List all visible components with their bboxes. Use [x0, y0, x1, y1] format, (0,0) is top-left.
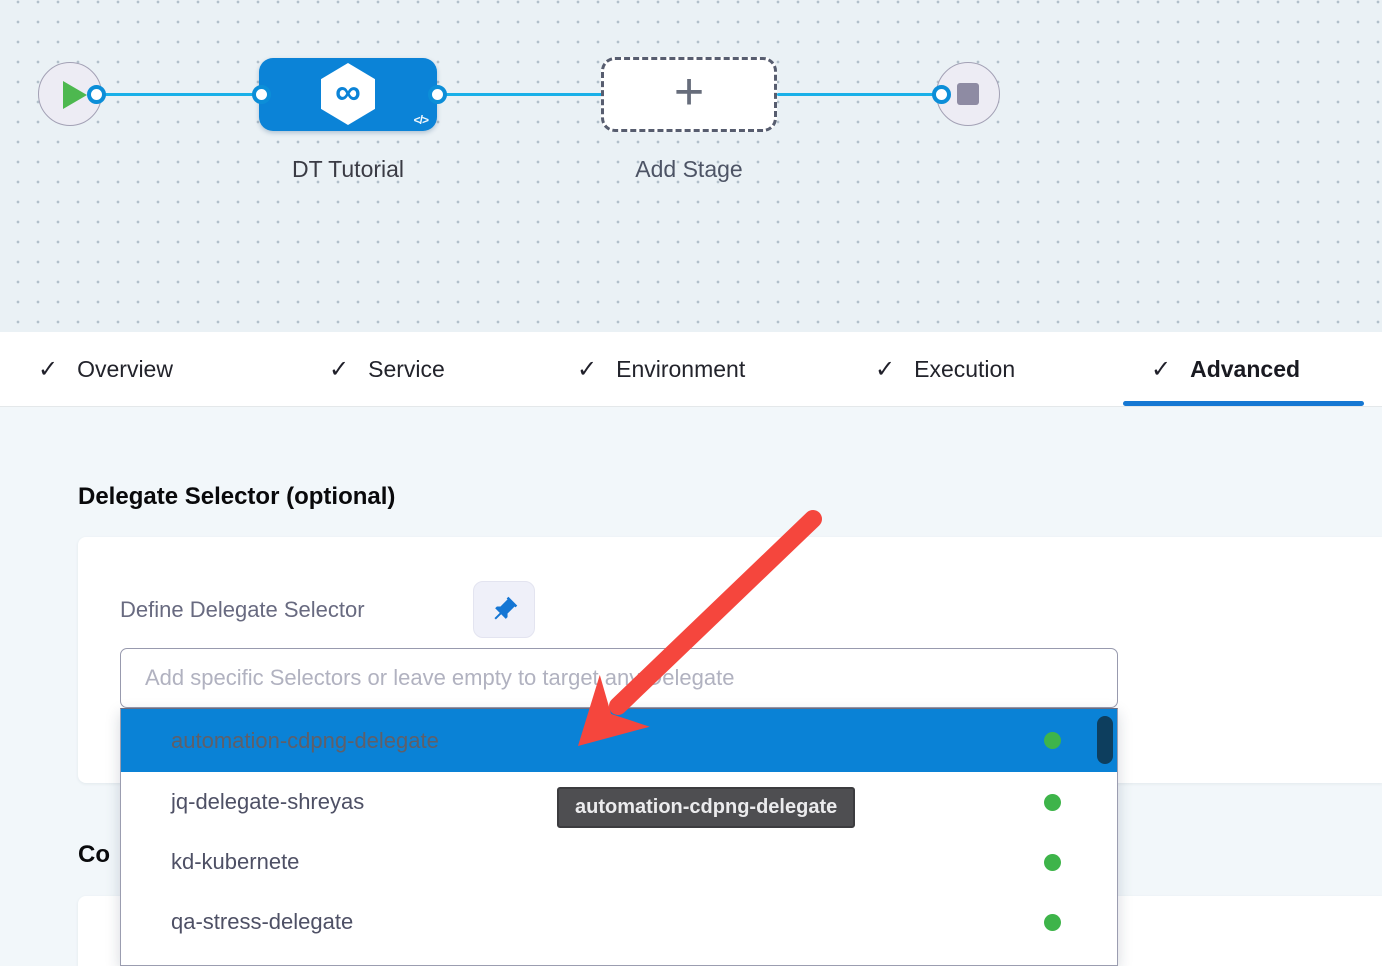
dropdown-option-kd-kubernete[interactable]: kd-kubernete [121, 832, 1117, 892]
check-icon: ✓ [38, 356, 59, 383]
check-icon: ✓ [875, 356, 896, 383]
tab-label: Advanced [1190, 356, 1301, 382]
connector-port[interactable] [87, 85, 106, 104]
stage-node-dt-tutorial[interactable]: ∞ </> [259, 58, 437, 131]
add-stage-label: Add Stage [635, 156, 743, 182]
dropdown-scrollbar-thumb[interactable] [1097, 716, 1113, 764]
tab-environment[interactable]: ✓ Environment [577, 332, 745, 407]
status-dot-green [1044, 793, 1061, 811]
code-icon[interactable]: </> [413, 113, 429, 127]
infinity-glyph: ∞ [335, 71, 361, 112]
pipeline-canvas[interactable]: ∞ </> + DT Tutorial Add Stage [0, 0, 1382, 332]
plus-icon: + [673, 62, 705, 121]
tooltip-text: automation-cdpng-delegate [575, 796, 838, 818]
tab-service[interactable]: ✓ Service [329, 332, 445, 407]
tab-execution[interactable]: ✓ Execution [875, 332, 1015, 407]
delegate-tooltip: automation-cdpng-delegate [557, 787, 856, 828]
check-icon: ✓ [329, 356, 350, 383]
connector-port[interactable] [252, 85, 271, 104]
connector-port[interactable] [428, 85, 447, 104]
dropdown-option-jq-delegate-shreyas[interactable]: jq-delegate-shreyas [121, 772, 1117, 832]
play-icon [63, 81, 87, 109]
tab-label: Execution [914, 356, 1016, 382]
connector-port[interactable] [932, 85, 951, 104]
add-stage-button[interactable]: + [601, 57, 777, 132]
delegate-selector-heading: Delegate Selector (optional) [78, 483, 396, 510]
status-dot-green [1044, 732, 1061, 749]
status-dot-green [1044, 853, 1061, 871]
dropdown-option-automation-cdpng-delegate[interactable]: automation-cdpng-delegate [121, 709, 1117, 772]
check-icon: ✓ [577, 356, 598, 383]
delegate-selector-input[interactable] [120, 648, 1118, 708]
advanced-panel: Delegate Selector (optional) Define Dele… [0, 407, 1382, 966]
connector-edge [99, 93, 261, 96]
stop-icon [957, 83, 979, 105]
option-label: qa-stress-delegate [171, 909, 354, 934]
stage-label: DT Tutorial [291, 156, 405, 182]
tab-overview[interactable]: ✓ Overview [38, 332, 173, 407]
connector-edge [437, 93, 603, 96]
option-label: jq-delegate-shreyas [171, 789, 365, 814]
next-section-heading-partial: Co [78, 841, 110, 868]
define-delegate-selector-label: Define Delegate Selector [120, 597, 365, 622]
check-icon: ✓ [1151, 356, 1172, 383]
connector-edge [777, 93, 943, 96]
stage-tabbar: ✓ Overview ✓ Service ✓ Environment ✓ Exe… [0, 332, 1382, 407]
delegate-dropdown: automation-cdpng-delegate jq-delegate-sh… [120, 708, 1118, 966]
pin-runtime-input-button[interactable] [473, 581, 535, 638]
tab-label: Service [368, 356, 445, 382]
pushpin-icon [494, 596, 518, 620]
tab-advanced[interactable]: ✓ Advanced [1151, 332, 1300, 407]
active-tab-underline [1123, 401, 1364, 406]
option-label: kd-kubernete [171, 849, 300, 874]
status-dot-green [1044, 913, 1061, 931]
dropdown-option-qa-stress-delegate[interactable]: qa-stress-delegate [121, 892, 1117, 952]
deploy-stage-icon: ∞ [321, 63, 375, 125]
option-label: automation-cdpng-delegate [171, 727, 439, 753]
tab-label: Overview [77, 356, 173, 382]
tab-label: Environment [616, 356, 746, 382]
